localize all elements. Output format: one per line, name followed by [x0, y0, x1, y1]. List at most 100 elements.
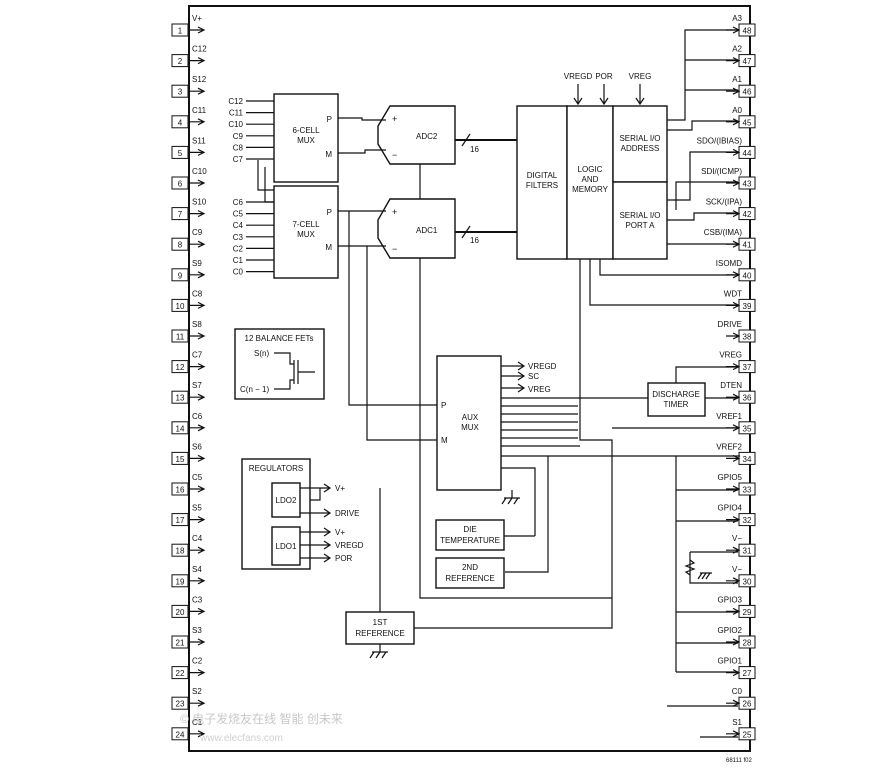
left-pin-number: 3: [178, 88, 183, 97]
six-cell-mux-title: 6-CELL: [292, 126, 320, 135]
mux-input-label: C3: [233, 233, 244, 242]
watermark-url: www.elecfans.com: [199, 733, 283, 744]
left-pin-label: S3: [192, 626, 202, 635]
left-pin-number: 1: [178, 27, 183, 36]
die-temperature-label: DIE: [463, 525, 476, 534]
mux-input-C7: C7: [233, 155, 274, 164]
right-pin-number: 38: [743, 333, 752, 342]
ldo1-out-por: POR: [335, 554, 353, 563]
left-pin-number: 22: [176, 669, 185, 678]
right-pin-column: 48A347A246A145A044SDO/(IBIAS)43SDI/(ICMP…: [697, 14, 756, 741]
discharge-timer-label: DISCHARGE: [652, 390, 700, 399]
left-pin-label: S4: [192, 565, 202, 574]
mux-input-C8: C8: [233, 143, 274, 152]
right-pin-label: GPIO5: [718, 473, 743, 482]
left-pin-arrow: [188, 516, 206, 524]
left-pin-label: C4: [192, 534, 203, 543]
right-pin-label: GPIO4: [718, 504, 743, 513]
adc2-label: ADC2: [416, 132, 438, 141]
left-pin-number: 17: [176, 516, 185, 525]
left-pin-number: 5: [178, 149, 183, 158]
left-pin-arrow: [188, 699, 206, 707]
balance-fets-title: 12 BALANCE FETs: [245, 334, 314, 343]
left-pin-9: 9S9: [171, 259, 206, 282]
left-pin-arrow: [188, 363, 206, 371]
right-pin-number: 37: [743, 363, 752, 372]
right-pin-number: 40: [743, 271, 752, 280]
serial-address-label: SERIAL I/O: [619, 134, 660, 143]
mux-input-label: C5: [233, 210, 244, 219]
left-pin-arrow: [188, 87, 206, 95]
right-pin-label: GPIO3: [718, 595, 743, 604]
left-pin-label: C12: [192, 45, 207, 54]
right-pin-label: WDT: [724, 289, 742, 298]
left-pin-arrow: [188, 393, 206, 401]
adc2-bus-width: 16: [470, 145, 479, 154]
left-pin-label: C8: [192, 289, 203, 298]
logic-label: LOGIC: [578, 165, 603, 174]
right-pin-label: GPIO1: [718, 657, 743, 666]
left-pin-arrow: [188, 57, 206, 65]
left-pin-arrow: [188, 485, 206, 493]
left-pin-number: 20: [176, 608, 185, 617]
chip-outline: [188, 5, 751, 752]
adc2: ADC2 + − 16: [377, 105, 479, 165]
ldo1-out-vplus: V+: [335, 528, 345, 537]
regulators: REGULATORS LDO2 LDO1 V+ DRIVE V+ VREGD P…: [241, 458, 364, 570]
ldo2-out-drive: DRIVE: [335, 509, 359, 518]
left-pin-arrow: [188, 607, 206, 615]
logic-memory: MEMORY: [572, 185, 609, 194]
top-input-vreg: VREG: [629, 72, 652, 81]
right-pin-label: A2: [732, 45, 742, 54]
mux-input-label: C9: [233, 132, 244, 141]
mux-input-C4: C4: [233, 221, 274, 230]
left-pin-number: 23: [176, 700, 185, 709]
right-pin-number: 35: [743, 424, 752, 433]
left-pin-label: C10: [192, 167, 207, 176]
mux-input-C11: C11: [229, 109, 274, 118]
right-pin-number: 41: [743, 241, 752, 250]
mux-input-label: C12: [228, 97, 243, 106]
mux-input-label: C1: [233, 256, 244, 265]
right-pin-arrow: [726, 393, 741, 401]
logic-top-inputs: VREGD POR VREG: [564, 72, 652, 106]
right-pin-label: SCK/(IPA): [706, 198, 743, 207]
mux-input-label: C2: [233, 244, 244, 253]
adc1-label: ADC1: [416, 226, 438, 235]
aux-input-sc: SC: [528, 372, 539, 381]
seven-cell-mux-title: 7-CELL: [292, 220, 320, 229]
right-pin-label: GPIO2: [718, 626, 743, 635]
right-pin-arrow: [726, 332, 741, 340]
right-pin-label: V−: [732, 565, 742, 574]
left-pin-number: 2: [178, 57, 183, 66]
right-pin-label: SDI/(ICMP): [701, 167, 742, 176]
adc1-bus-width: 16: [470, 236, 479, 245]
right-pin-number: 31: [743, 547, 752, 556]
left-pin-label: C3: [192, 595, 203, 604]
left-pin-number: 7: [178, 210, 183, 219]
left-pin-number: 10: [176, 302, 185, 311]
right-pin-arrow: [726, 179, 741, 187]
right-pin-number: 46: [743, 88, 752, 97]
left-pin-arrow: [188, 546, 206, 554]
left-pin-number: 18: [176, 547, 185, 556]
left-pin-arrow: [188, 240, 206, 248]
left-pin-label: S10: [192, 198, 207, 207]
left-pin-label: S5: [192, 504, 202, 513]
regulators-title: REGULATORS: [249, 464, 303, 473]
